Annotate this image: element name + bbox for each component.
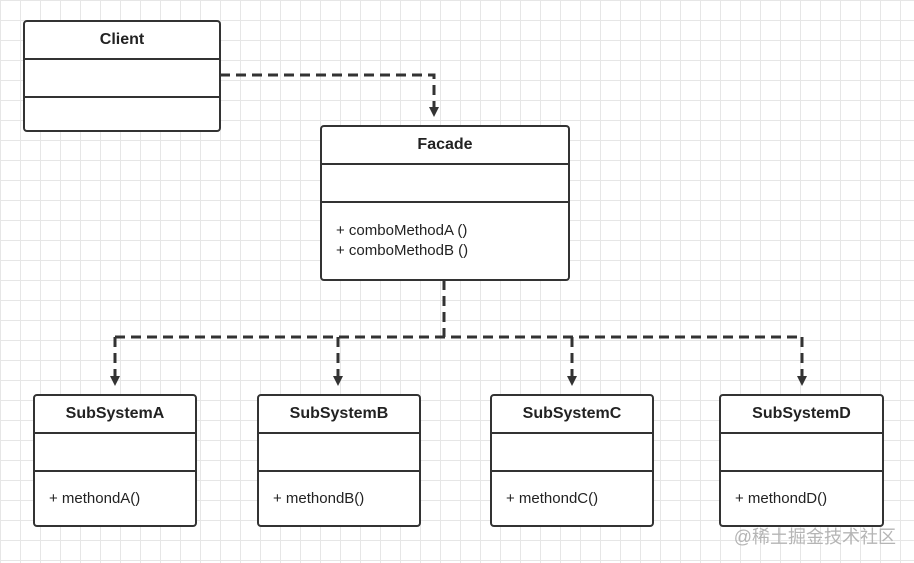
class-attributes [25, 60, 219, 98]
class-methods [25, 98, 219, 130]
edge-client-to-facade [220, 73, 439, 117]
class-name: Facade [322, 127, 568, 165]
method: + methondB() [273, 489, 365, 507]
class-facade[interactable]: Facade + comboMethodA () + comboMethodB … [320, 125, 570, 281]
class-subsystem-b[interactable]: SubSystemB + methondB() [257, 394, 421, 527]
class-client[interactable]: Client [23, 20, 221, 132]
class-attributes [259, 434, 419, 472]
method: + methondD() [735, 489, 828, 507]
class-methods: + comboMethodA () + comboMethodB () [322, 203, 568, 279]
watermark: @稀土掘金技术社区 [733, 527, 896, 547]
class-methods: + methondC() [492, 472, 652, 525]
class-attributes [721, 434, 882, 472]
class-methods: + methondB() [259, 472, 419, 525]
class-subsystem-d[interactable]: SubSystemD + methondD() [719, 394, 884, 527]
method: + comboMethodB () [336, 242, 469, 259]
class-name: SubSystemB [259, 396, 419, 434]
method: + methondA() [49, 489, 141, 507]
method: + methondC() [506, 489, 599, 507]
class-attributes [492, 434, 652, 472]
class-methods: + methondD() [721, 472, 882, 525]
class-name: SubSystemC [492, 396, 652, 434]
class-attributes [322, 165, 568, 203]
class-attributes [35, 434, 195, 472]
class-name: SubSystemD [721, 396, 882, 434]
class-name: Client [25, 22, 219, 60]
method: + comboMethodA () [336, 222, 468, 239]
class-subsystem-c[interactable]: SubSystemC + methondC() [490, 394, 654, 527]
class-name: SubSystemA [35, 396, 195, 434]
class-subsystem-a[interactable]: SubSystemA + methondA() [33, 394, 197, 527]
class-methods: + methondA() [35, 472, 195, 525]
